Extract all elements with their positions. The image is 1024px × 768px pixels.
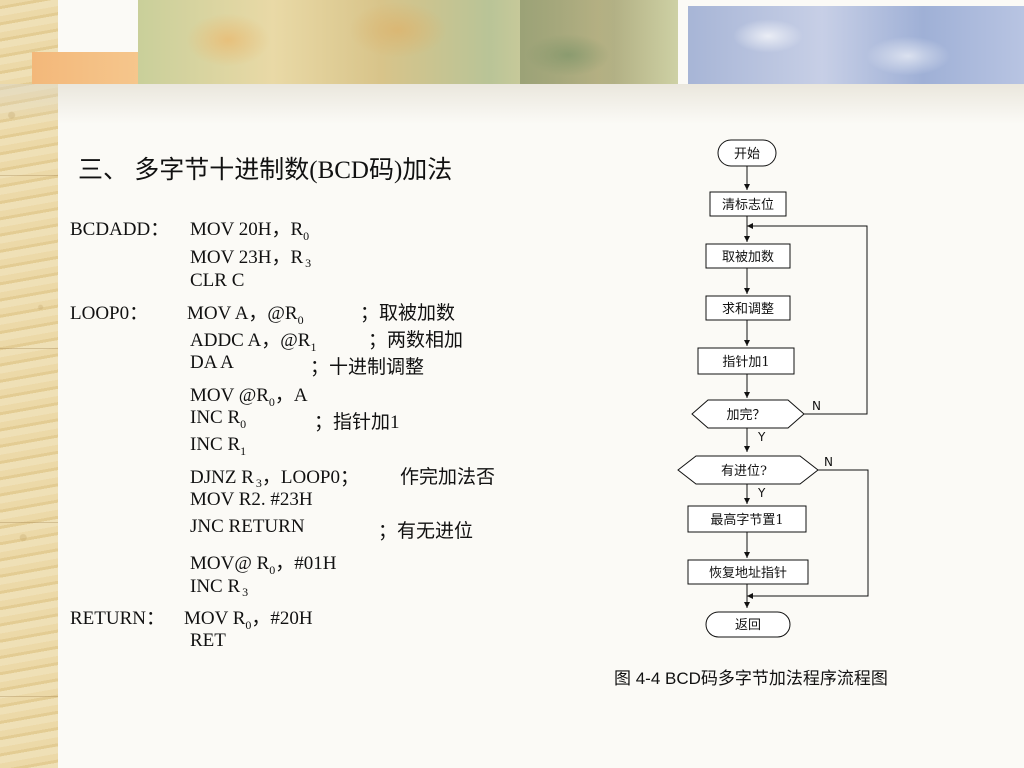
instruction-text: DJNZ R: [190, 467, 254, 488]
slide-title: 三、 多字节十进制数(BCD码)加法: [78, 157, 453, 184]
flow-end-node: [705, 611, 791, 638]
parchment-strip: [0, 0, 58, 768]
flow-yes-label-2: Y: [757, 486, 766, 500]
code-instruction: MOV R0，#20H: [184, 603, 313, 632]
instruction-text: MOV A，@R: [187, 303, 298, 324]
code-instruction: CLR C: [190, 270, 244, 292]
code-comment: ；两数相加: [368, 330, 464, 351]
flow-decision-1-label: 加完？: [726, 408, 765, 423]
instruction-text: MOV@ R: [190, 553, 270, 574]
instruction-operand: ，LOOP0；: [261, 467, 359, 488]
flow-step-4: [697, 347, 795, 375]
register-subscript: 3: [242, 585, 249, 599]
banner-blue-image: [688, 6, 1024, 84]
flow-step-3: [705, 295, 791, 321]
code-label: BCDADD：: [70, 219, 170, 240]
code-comment: 作完加法否: [400, 467, 496, 488]
flow-yes-label-1: Y: [757, 430, 766, 444]
code-comment: ；取被加数: [360, 303, 456, 324]
flow-step-1: [709, 191, 787, 217]
register-subscript: 3: [305, 256, 312, 270]
code-comment: ；指针加1: [314, 412, 400, 433]
register-subscript: 1: [310, 340, 317, 354]
flow-loop-line: [747, 223, 868, 415]
register-subscript: 0: [268, 395, 275, 409]
register-subscript: 1: [240, 444, 247, 458]
code-label: LOOP0：: [70, 303, 149, 324]
flow-step-6: [687, 559, 809, 585]
instruction-operand: ，A: [274, 385, 308, 406]
instruction-operand: ，#20H: [251, 608, 313, 629]
code-instruction: MOV@ R0，#01H: [190, 548, 337, 577]
instruction-text: ADDC A，@R: [190, 330, 311, 351]
instruction-text: MOV R: [184, 608, 246, 629]
register-subscript: 0: [297, 313, 304, 327]
code-label: RETURN：: [70, 608, 166, 629]
code-instruction: ADDC A，@R1: [190, 325, 317, 354]
banner-dark-leaf: [520, 0, 678, 84]
instruction-text: INC R: [190, 576, 241, 597]
flow-end-label: 返回: [735, 618, 761, 633]
instruction-text: INC R: [190, 434, 241, 455]
code-instruction: MOV @R0，A: [190, 380, 308, 409]
instruction-text: DA A: [190, 352, 234, 373]
instruction-text: MOV 20H，R: [190, 219, 304, 240]
flow-step-2-label: 取被加数: [722, 250, 774, 265]
instruction-text: MOV R2. #23H: [190, 489, 313, 510]
code-instruction: MOV 20H，R0: [190, 214, 310, 243]
code-instruction: MOV R2. #23H: [190, 489, 313, 511]
code-instruction: INC R0: [190, 407, 247, 431]
instruction-text: CLR C: [190, 270, 245, 291]
flow-no-label-1: N: [812, 399, 821, 413]
flow-step-4-label: 指针加1: [722, 355, 769, 370]
instruction-text: INC R: [190, 407, 241, 428]
flow-step-1-label: 清标志位: [722, 198, 774, 213]
figure-caption: 图 4-4 BCD码多字节加法程序流程图: [614, 669, 888, 688]
instruction-text: MOV @R: [190, 385, 269, 406]
instruction-operand: ，#01H: [275, 553, 337, 574]
top-banner: [0, 0, 1024, 92]
flowchart: 开始 清标志位 取被加数 求和调整 指针加1 加完？ N Y 有进位? N Y …: [677, 139, 869, 638]
flow-step-6-label: 恢复地址指针: [709, 566, 787, 581]
code-comment: ；有无进位: [378, 521, 474, 542]
code-instruction: JNC RETURN: [190, 516, 305, 538]
instruction-text: MOV 23H，R: [190, 247, 304, 268]
flow-step-2: [705, 243, 791, 269]
flow-no-label-2: N: [824, 455, 833, 469]
register-subscript: 0: [303, 229, 310, 243]
register-subscript: 0: [240, 417, 247, 431]
flow-skip-line: [747, 469, 869, 599]
code-instruction: MOV A，@R0: [187, 298, 304, 327]
flow-step-3-label: 求和调整: [722, 302, 774, 317]
banner-shadow: [0, 84, 1024, 124]
instruction-text: JNC RETURN: [190, 516, 305, 537]
code-instruction: INC R1: [190, 434, 247, 458]
instruction-text: RET: [190, 630, 226, 651]
flow-step-5-label: 最高字节置1: [710, 512, 783, 528]
flow-decision-2-label: 有进位?: [721, 464, 767, 479]
code-instruction: DA A: [190, 352, 234, 374]
flow-start-label: 开始: [734, 147, 760, 162]
flow-step-5: [687, 505, 807, 533]
code-instruction: RET: [190, 630, 226, 652]
register-subscript: 0: [269, 563, 276, 577]
register-subscript: 3: [255, 476, 262, 490]
code-comment: ；十进制调整: [310, 357, 425, 378]
register-subscript: 0: [245, 618, 252, 632]
